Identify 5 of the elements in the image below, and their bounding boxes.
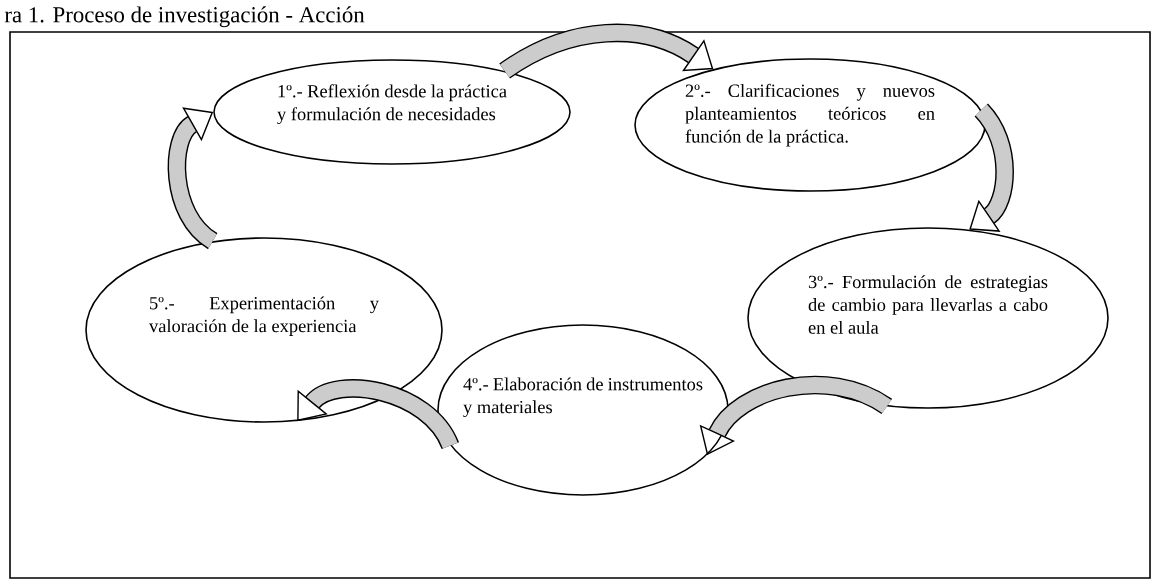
curved-arrow	[167, 107, 219, 249]
curved-arrow	[969, 104, 1014, 232]
title: ra 1. Proceso de investigación - Acción	[4, 6, 365, 28]
curved-arrow	[499, 23, 714, 79]
curved-arrow	[297, 379, 459, 450]
